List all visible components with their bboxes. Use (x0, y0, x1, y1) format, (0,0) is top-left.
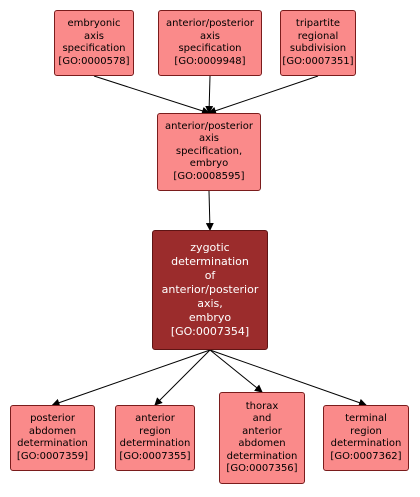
node-label-line: terminal (345, 413, 387, 424)
node-go-id: [GO:0007354] (170, 325, 250, 338)
node-label-line: abdomen (238, 438, 286, 449)
node-label-line: embryonic (67, 18, 121, 29)
node-label-line: thorax (245, 400, 279, 412)
node-label-line: axis, (197, 297, 223, 310)
edge-arrow-n5-n7 (154, 349, 211, 406)
node-label-line: axis (83, 30, 105, 42)
node-go-id: [GO:0009948] (174, 55, 246, 67)
edge-arrow-n5-n8 (209, 349, 263, 393)
node-label-line: and (252, 413, 272, 424)
node-label-line: determination (119, 438, 191, 449)
node-label-line: anterior/posterior (165, 120, 253, 132)
node-label-line: posterior (30, 413, 75, 424)
node-label-line: regional (297, 30, 339, 42)
node-label-line: determination (171, 255, 249, 268)
node-label-line: tripartite (295, 18, 341, 29)
edge-arrow-n5-n6 (51, 349, 211, 407)
edge-arrow-n1-n4 (93, 75, 210, 115)
node-label-line: determination (226, 450, 298, 462)
node-go-id: [GO:0000578] (58, 55, 130, 67)
edge-arrow-n5-n9 (209, 349, 367, 407)
node-label-line: region (350, 425, 382, 437)
node-go-id: [GO:0007355] (119, 450, 191, 462)
edge-arrow-n3-n4 (208, 75, 319, 115)
node-label-line: of (204, 269, 216, 282)
node-go-id: [GO:0007356] (226, 463, 298, 474)
node-label-line: anterior (242, 425, 282, 437)
node-label-line: anterior/posterior (166, 18, 254, 29)
node-label-line: determination (17, 438, 88, 449)
node-go-id: [GO:0007359] (16, 450, 89, 462)
node-label-line: anterior/posterior (161, 283, 259, 296)
node-label-line: zygotic (190, 241, 230, 254)
node-go-id: [GO:0007351] (282, 55, 354, 67)
node-label-line: axis (199, 30, 221, 42)
node-label-line: axis (198, 133, 220, 145)
node-go-id: [GO:0007362] (330, 450, 402, 462)
edge-arrow-n2-n4 (205, 75, 214, 114)
node-label-line: determination (330, 438, 402, 449)
node-label-line: specification (62, 43, 126, 54)
node-label-line: embryo (188, 311, 232, 324)
node-label-line: embryo (189, 158, 229, 170)
node-label-line: specification, (175, 145, 243, 157)
node-go-id: [GO:0008595] (173, 170, 245, 182)
node-label-line: anterior (135, 413, 175, 424)
node-label-line: abdomen (28, 425, 77, 437)
node-label-line: specification (178, 43, 242, 54)
node-label-line: subdivision (289, 43, 347, 54)
node-label-line: region (139, 425, 171, 437)
edge-arrow-n4-n5 (205, 190, 214, 231)
